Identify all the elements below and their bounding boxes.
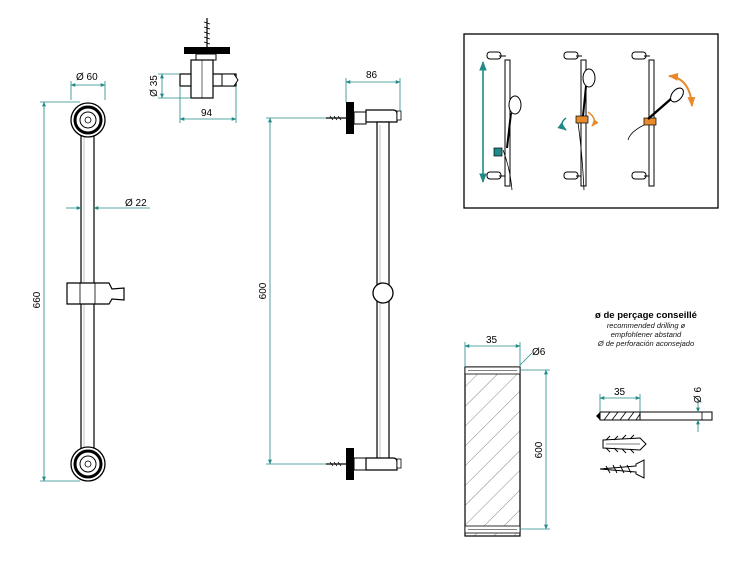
rotate-arrow-icon (557, 117, 567, 131)
side-view (326, 102, 402, 480)
side-view-dimensions: 86 600 (258, 70, 401, 465)
front-view-dimensions: Ø 60 660 Ø 22 (32, 72, 150, 482)
dim-depth-86: 86 (366, 70, 378, 81)
drilling-spanish: Ø de perforación aconsejado (597, 339, 694, 348)
drilling-title: ø de perçage conseillé (595, 310, 697, 321)
drilling-english: recommended drilling ø (607, 321, 686, 330)
wall-section: 35 Ø6 600 (464, 335, 550, 537)
dim-wall-hole-6: Ø6 (532, 347, 546, 358)
dim-wall-depth-35: 35 (486, 335, 498, 346)
dim-diameter-60: Ø 60 (76, 72, 98, 83)
rotate-arrow-icon (668, 72, 696, 107)
wall-bracket-detail: Ø 35 94 (149, 18, 239, 123)
dim-diameter-22: Ø 22 (125, 198, 147, 209)
screw (599, 459, 645, 479)
rotate-arrow-icon (587, 111, 599, 127)
dim-drill-depth-35: 35 (614, 387, 626, 398)
wall-plug (602, 434, 647, 454)
drill-bit: 35 Ø 6 (596, 387, 713, 432)
dim-wall-spacing-600: 600 (534, 441, 545, 458)
usage-tilt-head (627, 51, 696, 187)
usage-panel (463, 33, 719, 209)
dim-width-94: 94 (201, 108, 213, 119)
dim-length-660: 660 (32, 291, 43, 308)
drilling-note: ø de perçage conseillé recommended drill… (595, 310, 697, 348)
dim-drill-diameter-6: Ø 6 (693, 387, 704, 404)
usage-rotate-holder (557, 51, 599, 191)
drilling-german: empfohlener abstand (611, 330, 682, 339)
dim-diameter-35: Ø 35 (149, 75, 160, 97)
dim-fixing-600: 600 (258, 282, 269, 299)
usage-height-adjust (479, 51, 522, 191)
front-view (66, 102, 125, 482)
